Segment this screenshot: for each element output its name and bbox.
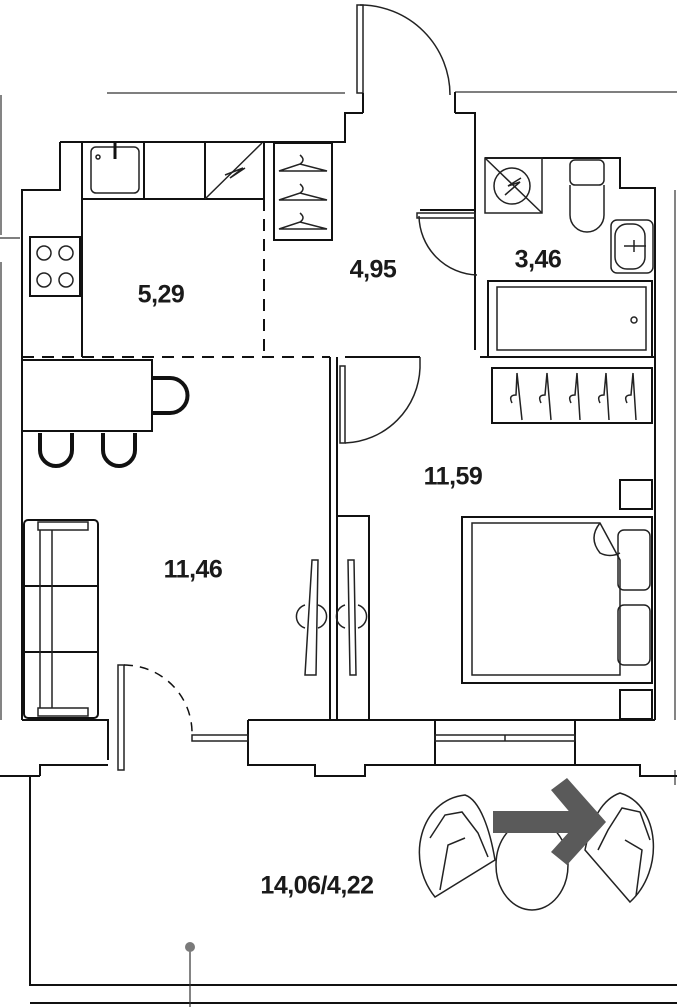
bathroom-area-label: 3,46 (514, 245, 562, 274)
living-room-area-label: 11,46 (163, 555, 223, 584)
balcony-door[interactable] (117, 664, 249, 771)
building-outline (0, 91, 677, 785)
window (434, 734, 576, 742)
terrace (29, 776, 677, 1007)
sink-icon (90, 143, 140, 194)
bathtub-icon (487, 280, 653, 358)
armchair-icon (418, 792, 655, 904)
entrance-door[interactable] (356, 4, 456, 113)
toilet-icon (569, 159, 605, 233)
kitchen-area-label: 5,29 (137, 280, 185, 309)
round-table-icon (495, 819, 569, 911)
bed-icon (461, 516, 653, 684)
chair-icon (38, 376, 190, 468)
nightstand-icon (619, 479, 653, 720)
wardrobe-bedroom (491, 367, 653, 424)
marker-dot (185, 942, 195, 952)
wardrobe-hallway (273, 142, 333, 241)
terrace-area-label: 14,06/4,22 (260, 871, 374, 900)
bedroom-area-label: 11,59 (423, 462, 483, 491)
stove-icon (29, 236, 81, 297)
tv-icon (295, 515, 370, 721)
fridge-icon (204, 142, 263, 200)
arrow-right-icon[interactable] (493, 778, 606, 865)
washbasin-icon (610, 219, 654, 274)
dining-table (21, 359, 153, 432)
kitchen-counter (81, 141, 265, 357)
bathroom-fixtures (474, 157, 543, 350)
sofa-icon (23, 519, 99, 719)
bathroom-door[interactable] (416, 212, 478, 276)
hallway-area-label: 4,95 (349, 255, 397, 284)
bedroom-door[interactable] (339, 357, 421, 444)
